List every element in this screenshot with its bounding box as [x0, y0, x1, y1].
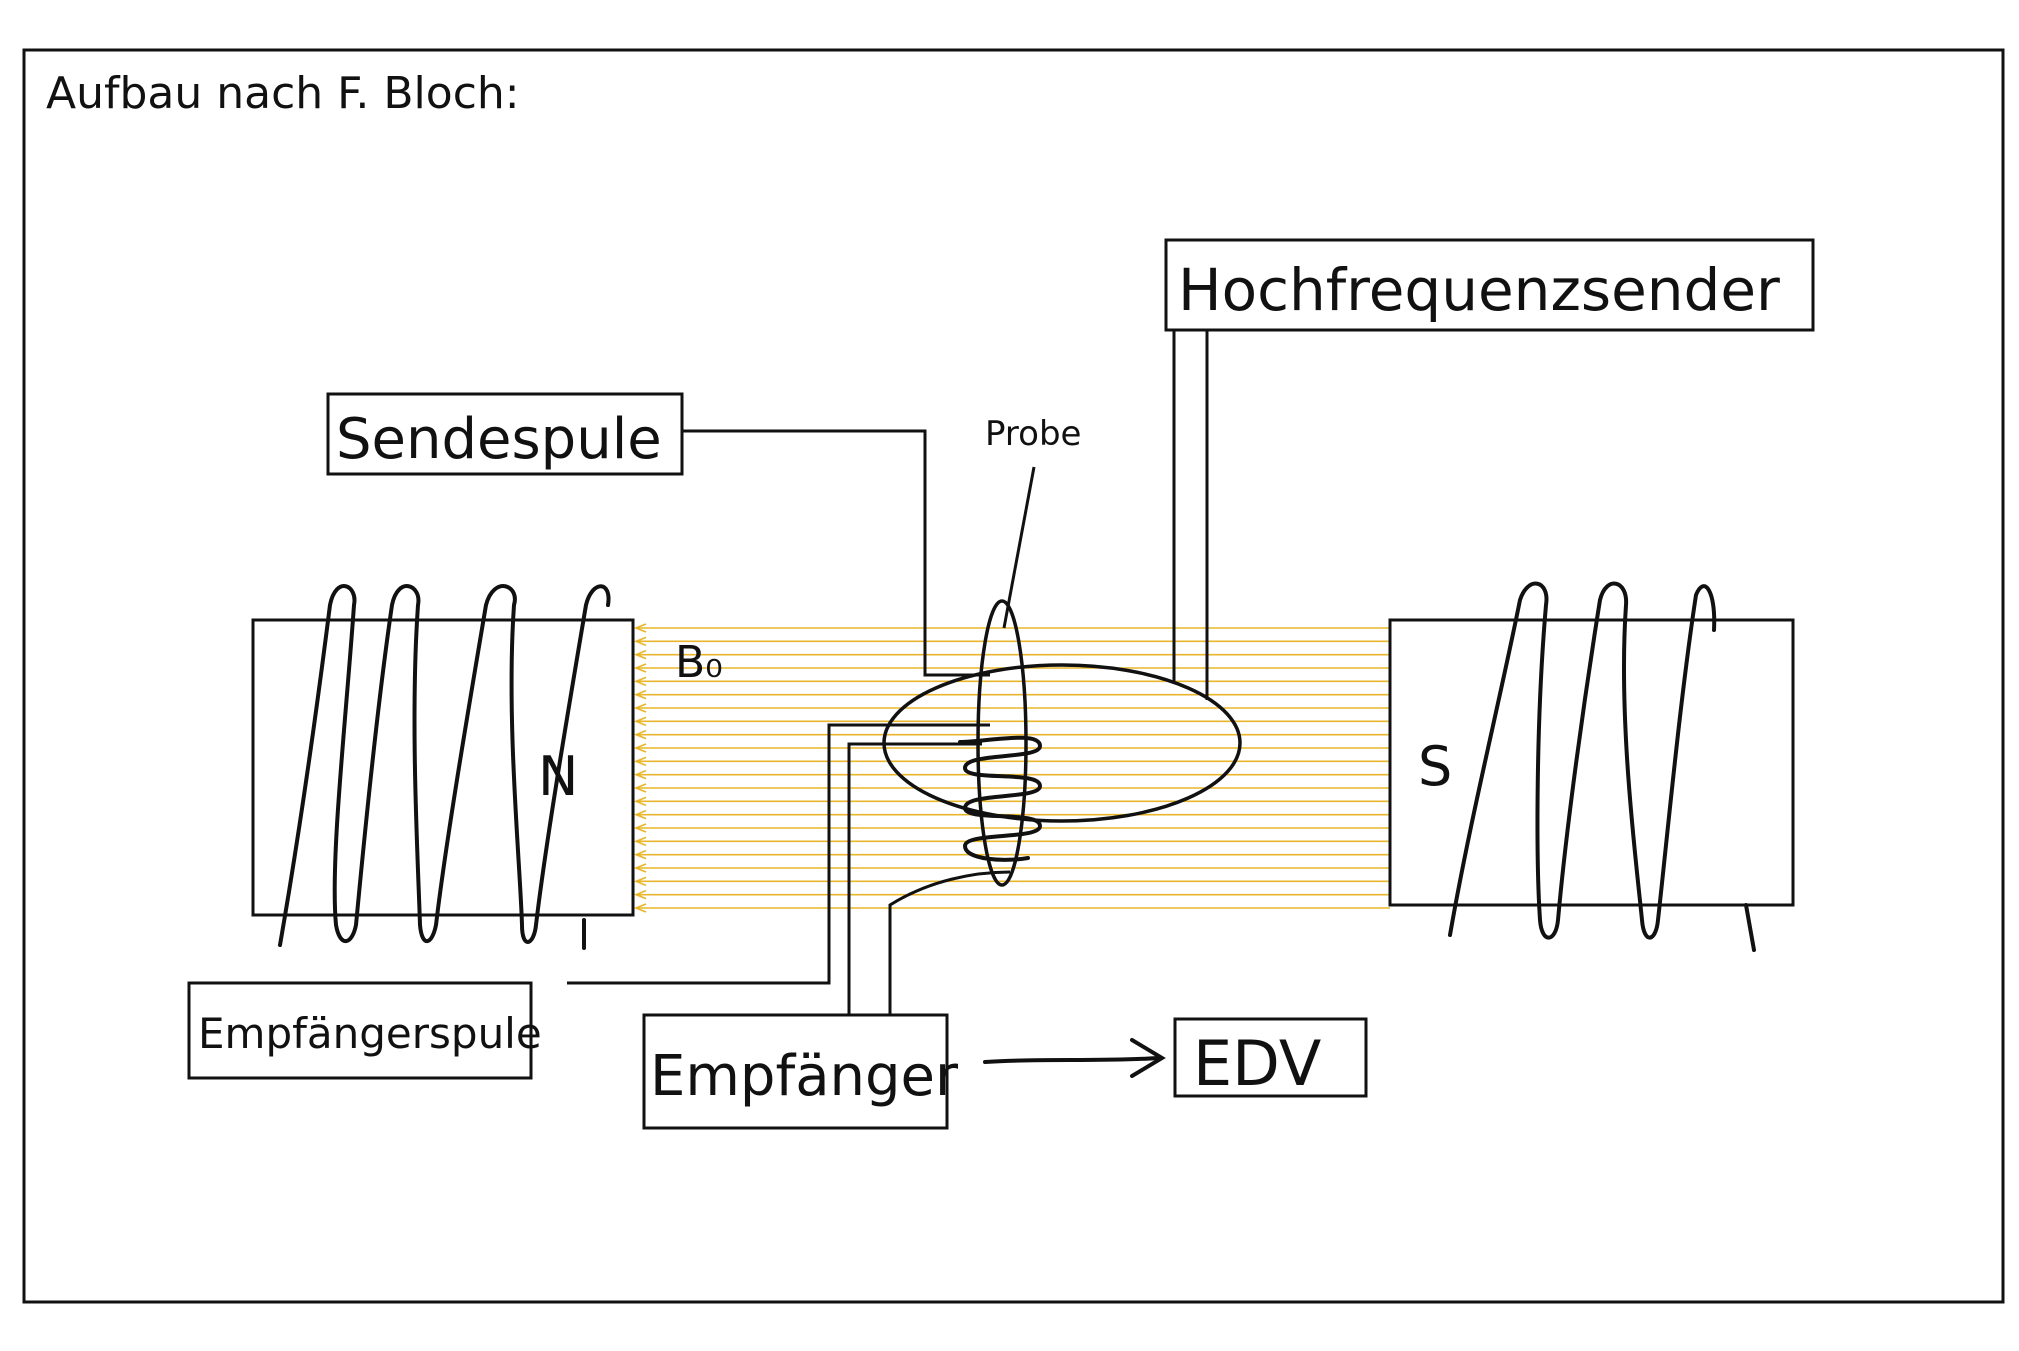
field-label: B₀ — [675, 637, 723, 688]
field-line-arrowhead — [633, 663, 647, 673]
field-line-arrowhead — [633, 756, 647, 767]
receiver-coil-winding — [958, 735, 1043, 862]
edv-label: EDV — [1193, 1027, 1321, 1100]
sample-leader-line — [1002, 466, 1036, 629]
field-line-arrowhead — [633, 796, 647, 807]
south-pole-label: S — [1418, 735, 1452, 798]
field-line-arrowhead — [633, 849, 647, 860]
receiver-coil-box — [187, 981, 533, 1080]
send-coil-box — [326, 392, 684, 476]
send-coil-label: Sendespule — [336, 407, 662, 472]
edv-box — [1173, 1017, 1368, 1098]
transmitter-box — [1164, 238, 1815, 332]
field-line-arrowhead — [633, 809, 647, 820]
field-line-arrowhead — [633, 889, 647, 900]
arrow-to-edv — [983, 1038, 1166, 1078]
field-line-arrowhead — [633, 823, 647, 833]
field-line-arrowhead — [633, 689, 647, 700]
field-line-arrowhead — [633, 863, 647, 873]
field-line-arrowhead — [633, 676, 647, 687]
field-line-arrowhead — [633, 623, 647, 633]
magnet-south-winding — [1448, 581, 1756, 952]
send-coil-wire — [682, 429, 990, 677]
receiver-label: Empfänger — [650, 1044, 959, 1109]
receiver-wire-right — [888, 870, 1011, 1014]
field-line-arrowhead — [633, 636, 647, 647]
field-line-arrowhead — [633, 903, 647, 913]
receiver-coil-wire — [567, 723, 990, 985]
magnet-north-winding — [278, 584, 611, 950]
transmitter-label: Hochfrequenzsender — [1178, 256, 1780, 324]
receiver-box — [642, 1013, 949, 1130]
field-line-arrowhead — [633, 703, 647, 713]
sample-label: Probe — [985, 414, 1081, 454]
outer-frame — [22, 48, 2005, 1304]
field-line-arrowhead — [633, 716, 647, 727]
field-line-arrowhead — [633, 783, 647, 793]
field-line-arrowhead — [633, 769, 647, 780]
field-line-arrowhead — [633, 836, 647, 847]
receiver-coil-label: Empfängerspule — [198, 1009, 542, 1058]
field-line-arrowhead — [633, 729, 647, 740]
receiver-wire-left — [847, 742, 982, 1014]
receiver-coil-ring — [976, 599, 1028, 887]
field-line-arrowhead — [633, 649, 647, 660]
field-line-arrowhead — [633, 876, 647, 887]
field-line-arrowhead — [633, 743, 647, 753]
diagram-title: Aufbau nach F. Bloch: — [46, 68, 520, 119]
